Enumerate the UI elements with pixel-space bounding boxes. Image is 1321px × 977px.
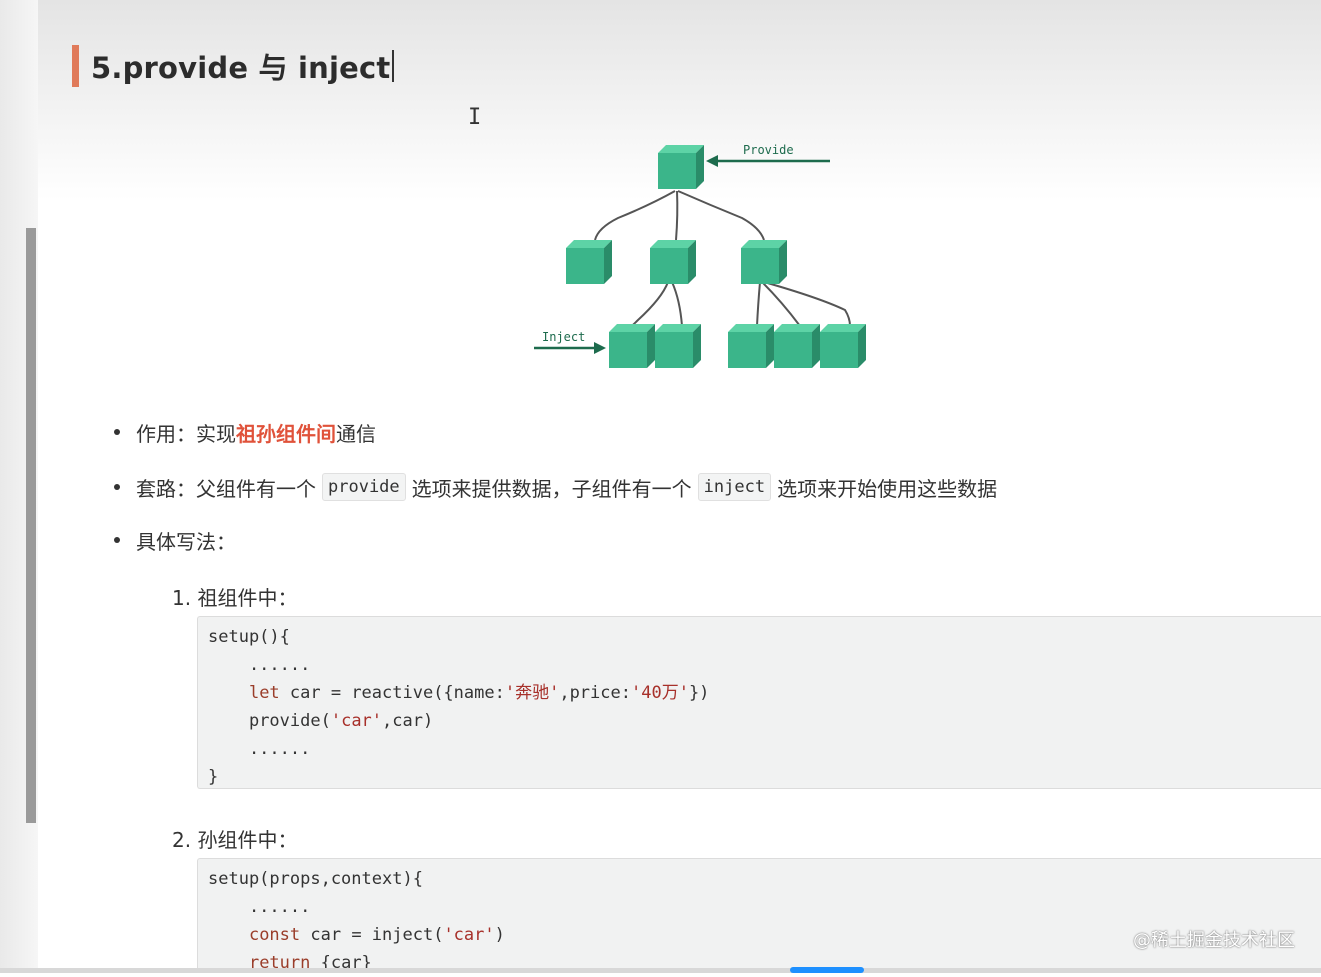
cube-grandchild-5: [820, 324, 866, 368]
cube-grandchild-3: [728, 324, 774, 368]
code-line: setup(props,context){: [208, 869, 423, 889]
text-caret: [391, 50, 394, 82]
bottom-scrollbar-track[interactable]: [0, 968, 1321, 973]
keyword: let: [248, 683, 280, 703]
watermark: @稀土掘金技术社区: [1133, 930, 1295, 951]
list-item-purpose: 作用：实现祖孙组件间通信: [114, 412, 376, 452]
code-text: car = reactive({name:: [279, 683, 505, 703]
bullet-dot-icon: [114, 484, 120, 490]
code-line: ......: [208, 897, 311, 917]
cube-root: [658, 145, 704, 189]
code-text: car = inject(: [300, 925, 444, 945]
pattern-middle: 选项来提供数据，子组件有一个: [411, 476, 692, 501]
cube-child-1: [566, 240, 612, 284]
code-block-ancestor[interactable]: setup(){ ...... let car = reactive({name…: [197, 616, 1321, 789]
code-line: provide('car',car): [208, 707, 1321, 735]
code-line: ......: [208, 739, 311, 759]
left-scrollbar[interactable]: [26, 228, 36, 823]
string-literal: 'car': [443, 925, 495, 945]
code-text: ): [494, 925, 505, 945]
section1-title: 1. 祖组件中：: [172, 586, 298, 610]
ibeam-cursor-icon: I: [468, 105, 482, 130]
section2-title: 2. 孙组件中：: [172, 828, 298, 852]
string-literal: 'car': [330, 711, 383, 731]
inject-label: Inject: [542, 330, 585, 344]
code-text: ,car): [382, 711, 434, 731]
purpose-highlight: 祖孙组件间: [236, 421, 336, 446]
code-text: ,price:: [559, 683, 631, 703]
purpose-suffix: 通信: [336, 421, 376, 446]
cube-grandchild-4: [774, 324, 820, 368]
pattern-suffix: 选项来开始使用这些数据: [777, 476, 998, 501]
page-title-text[interactable]: 5.provide 与 inject: [91, 51, 391, 85]
cube-grandchild-1: [609, 324, 655, 368]
cube-child-3: [741, 240, 787, 284]
code-text: }): [688, 683, 710, 703]
code-line: let car = reactive({name:'奔驰',price:'40万…: [208, 679, 1321, 707]
cube-grandchild-2: [655, 324, 701, 368]
string-literal: '40万': [630, 683, 689, 703]
list-item-usage: 具体写法：: [114, 522, 236, 558]
inline-code-provide: provide: [322, 473, 406, 501]
inline-code-inject: inject: [697, 473, 772, 501]
keyword: const: [248, 925, 301, 945]
bottom-scrollbar-thumb[interactable]: [790, 967, 864, 973]
bullet-dot-icon: [114, 537, 120, 543]
connector-lines: [594, 190, 851, 327]
pattern-prefix: 套路：父组件有一个: [136, 476, 316, 501]
provide-arrow: [706, 155, 830, 167]
bullet-dot-icon: [114, 429, 120, 435]
cube-child-2: [650, 240, 696, 284]
page-title: 5.provide 与 inject: [72, 44, 394, 88]
code-text: provide(: [248, 711, 331, 731]
usage-text: 具体写法：: [136, 529, 236, 554]
inject-arrow: [534, 342, 606, 354]
code-line: setup(){: [208, 627, 290, 647]
string-literal: '奔驰': [504, 683, 560, 703]
code-line: }: [208, 767, 219, 787]
code-block-descendant[interactable]: setup(props,context){ ...... const car =…: [197, 858, 1321, 973]
code-line: const car = inject('car'): [208, 921, 1321, 949]
purpose-prefix: 作用：实现: [136, 421, 236, 446]
provide-label: Provide: [743, 143, 794, 157]
code-line: ......: [208, 655, 311, 675]
provide-inject-diagram: Provide Inject: [534, 143, 866, 368]
heading-accent-bar: [72, 45, 79, 87]
